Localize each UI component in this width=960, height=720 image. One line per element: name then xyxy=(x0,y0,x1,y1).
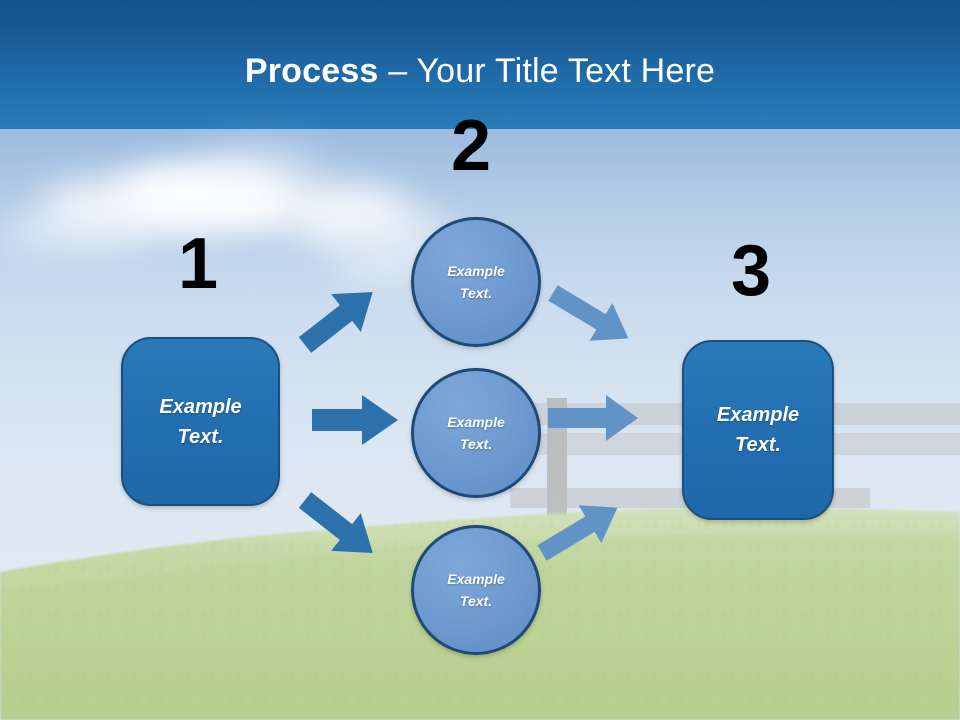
title-separator: – xyxy=(378,52,417,90)
process-circle-top-label: Example Text. xyxy=(447,260,505,304)
process-box-right-line1: Example xyxy=(716,404,800,426)
process-box-left-line2: Text. xyxy=(177,425,224,448)
process-box-right[interactable]: Example Text. xyxy=(682,340,834,520)
process-circle-middle-line2: Text. xyxy=(459,436,493,452)
sky-upper-band xyxy=(0,0,960,129)
title-rest-part: Your Title Text Here xyxy=(416,52,716,90)
process-circle-top[interactable]: Example Text. xyxy=(411,217,541,347)
step-number-3: 3 xyxy=(730,231,772,311)
title-bold-part: Process xyxy=(244,52,379,90)
process-circle-middle-label: Example Text. xyxy=(447,411,505,455)
slide-title: Process – Your Title Text Here xyxy=(0,50,960,92)
step-number-2: 2 xyxy=(450,106,492,186)
process-box-left-line1: Example xyxy=(159,395,242,418)
process-box-left[interactable]: Example Text. xyxy=(121,337,280,506)
process-circle-middle-line1: Example xyxy=(447,414,505,430)
process-box-right-label: Example Text. xyxy=(717,400,799,460)
process-circle-top-line2: Text. xyxy=(459,285,493,301)
process-circle-bottom[interactable]: Example Text. xyxy=(411,525,541,655)
process-circle-bottom-label: Example Text. xyxy=(447,568,505,612)
process-circle-bottom-line1: Example xyxy=(447,571,505,587)
process-box-left-label: Example Text. xyxy=(159,392,241,452)
process-box-right-line2: Text. xyxy=(735,434,781,456)
process-circle-middle[interactable]: Example Text. xyxy=(411,368,541,498)
process-circle-top-line1: Example xyxy=(447,263,505,279)
step-number-1: 1 xyxy=(177,224,219,304)
process-circle-bottom-line2: Text. xyxy=(459,593,493,609)
